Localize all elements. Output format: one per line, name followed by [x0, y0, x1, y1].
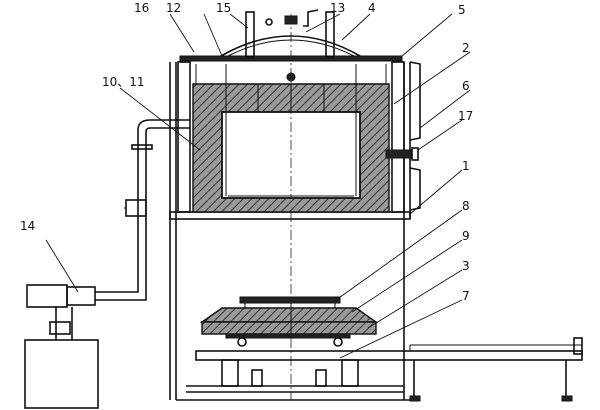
pipe-valve	[125, 199, 147, 217]
leader-1	[409, 169, 463, 215]
label-15: 15	[216, 1, 231, 15]
dome-inner	[227, 39, 355, 57]
cart-lower-block	[201, 321, 377, 335]
label-14: 14	[20, 219, 35, 233]
pump-motor	[26, 284, 68, 308]
rail-track	[195, 337, 583, 402]
post-right	[325, 11, 335, 58]
side-port	[385, 147, 419, 161]
rail-end-stop	[573, 337, 583, 355]
top-pipe	[303, 9, 319, 27]
label-7: 7	[462, 289, 470, 303]
dome-outer	[220, 35, 361, 57]
leader-9	[351, 239, 463, 313]
port-flange	[411, 147, 419, 161]
lift-cyl-1	[251, 369, 263, 387]
vacuum-line	[95, 119, 190, 301]
leader-2	[393, 51, 471, 105]
rail-beam	[195, 350, 583, 361]
label-3: 3	[462, 259, 470, 273]
load-cart	[199, 296, 379, 347]
lift-mechanism	[176, 359, 410, 401]
label-6: 6	[462, 79, 470, 93]
vacuum-pump	[24, 284, 99, 409]
leader-3	[367, 269, 463, 329]
label-10-11: 10、11	[102, 75, 145, 89]
label-17: 17	[458, 109, 473, 123]
thermocouple-icon	[286, 72, 296, 82]
right-shell-upper	[409, 61, 421, 141]
lift-jack-left	[221, 359, 239, 387]
label-12: 12	[166, 1, 181, 15]
cart-wheel-left-icon	[237, 337, 247, 347]
leader-lines	[45, 13, 471, 359]
insulation-walls	[192, 64, 390, 213]
lid-flange	[179, 55, 403, 62]
lift-cyl-2	[315, 369, 327, 387]
valve-top-icon	[284, 15, 298, 25]
label-8: 8	[462, 199, 470, 213]
top-lid	[179, 9, 403, 62]
leader-12	[203, 13, 223, 57]
port-tube	[385, 149, 413, 159]
side-column-right	[391, 61, 405, 213]
cart-wheel-right-icon	[333, 337, 343, 347]
label-13: 13	[330, 1, 345, 15]
leader-16	[169, 13, 195, 53]
leader-6	[419, 89, 471, 129]
cart-base-plate	[225, 333, 351, 339]
leader-7	[339, 299, 463, 359]
part-labels: 16 12 15 13 4 5 2 10、11 6 17 1 14 8 9 3 …	[20, 1, 473, 303]
cart-top-plate	[239, 296, 341, 304]
leader-14	[45, 239, 79, 293]
side-column-left	[177, 61, 191, 213]
valve-left-icon	[265, 18, 273, 26]
mid-beam	[169, 211, 411, 220]
cart-upper-block	[199, 307, 379, 323]
leader-4	[341, 13, 371, 41]
label-16: 16	[134, 1, 149, 15]
post-left	[245, 11, 255, 58]
pipe-coupling-top	[131, 144, 153, 150]
leader-8	[335, 209, 463, 301]
leader-15	[229, 13, 249, 29]
label-5: 5	[458, 3, 466, 17]
label-9: 9	[462, 229, 470, 243]
right-shell-lower	[409, 167, 421, 211]
pipe-inner	[95, 127, 190, 301]
pump-cabinet	[24, 339, 99, 409]
label-2: 2	[462, 41, 470, 55]
leader-13	[305, 13, 341, 33]
leader-10-11	[119, 87, 201, 151]
label-1: 1	[462, 159, 470, 173]
leader-17	[417, 119, 463, 151]
pump-head	[66, 286, 96, 306]
furnace-frame	[169, 61, 421, 400]
pump-base-block	[49, 321, 71, 335]
lift-jack-right	[341, 359, 359, 387]
leader-5	[401, 13, 453, 57]
label-4: 4	[368, 1, 376, 15]
rail-foot-1	[409, 395, 421, 402]
pipe-outer	[95, 119, 190, 293]
rail-foot-2	[561, 395, 573, 402]
